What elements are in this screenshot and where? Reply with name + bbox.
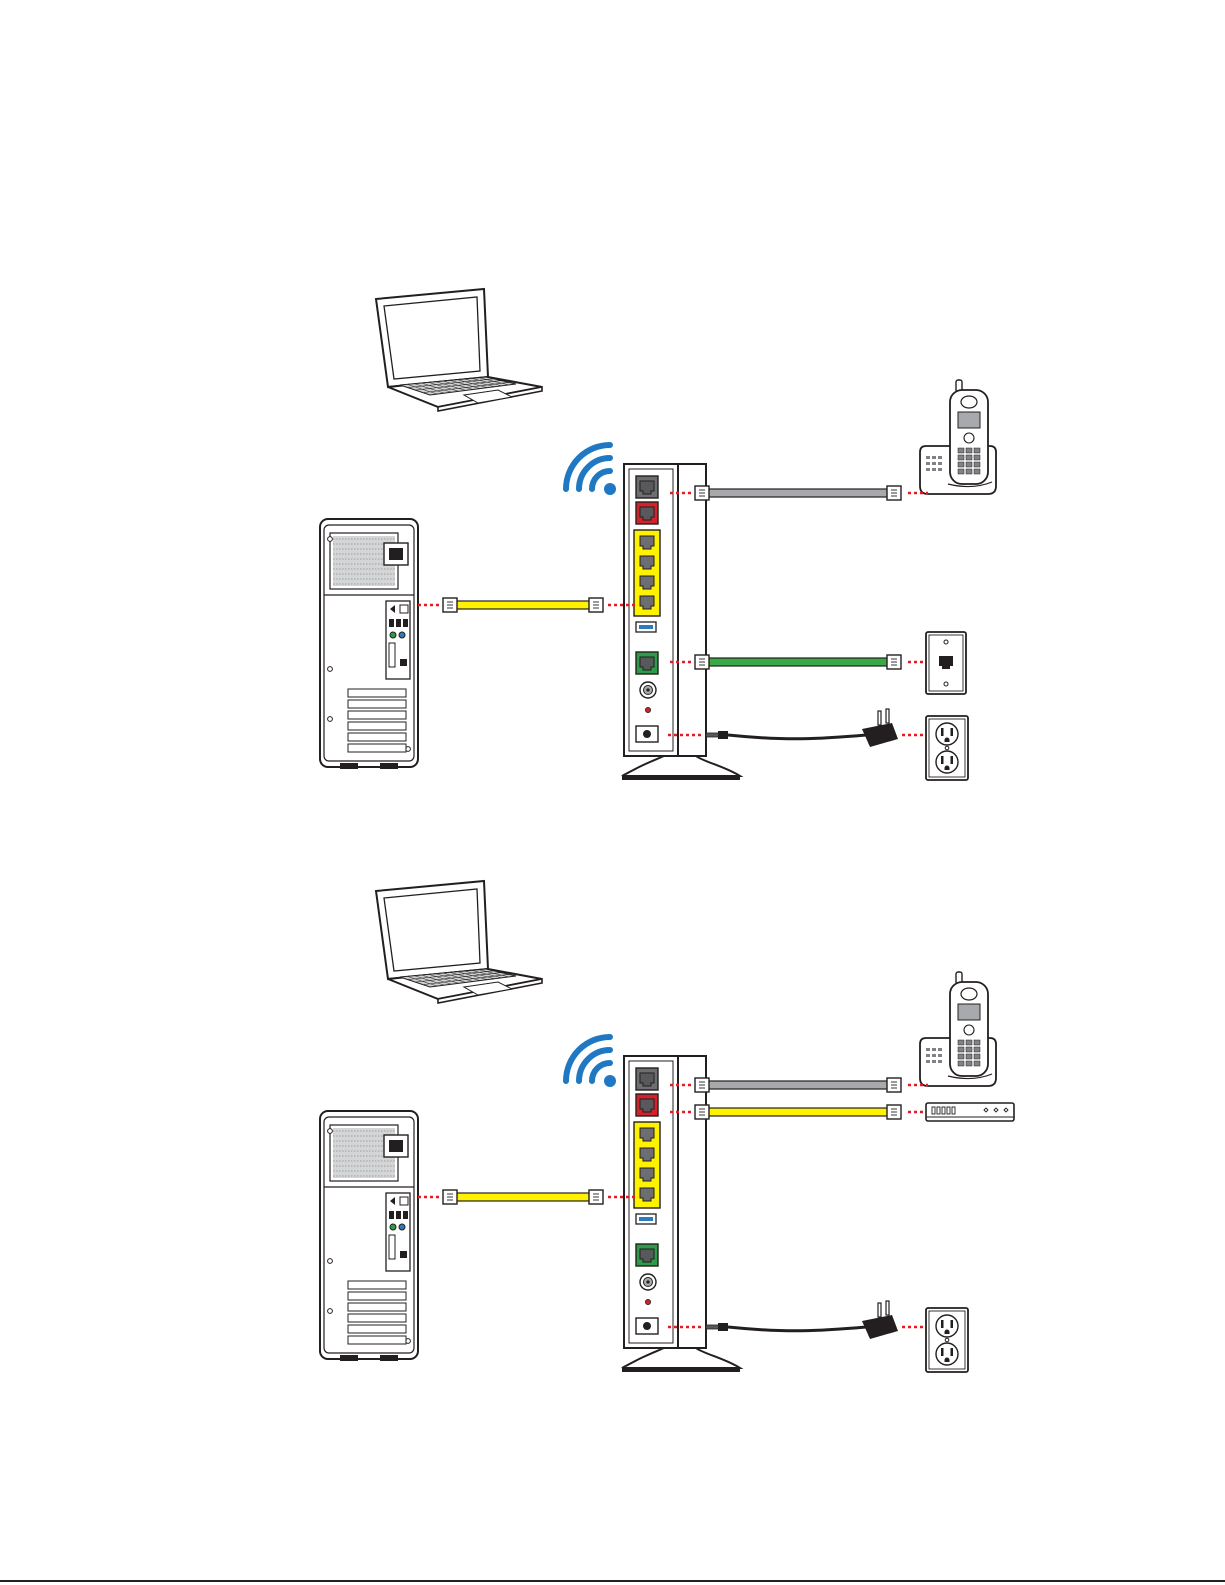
desktop-tower-icon bbox=[320, 1111, 418, 1361]
ethernet-cable bbox=[443, 1190, 603, 1204]
phone-cable bbox=[695, 486, 901, 500]
cable-plug bbox=[887, 655, 901, 669]
cordless-phone-icon bbox=[920, 380, 996, 494]
wifi-signal-icon bbox=[566, 1037, 616, 1087]
cable-plug bbox=[443, 1190, 457, 1204]
cable-plug bbox=[695, 655, 709, 669]
cable-plug bbox=[443, 598, 457, 612]
router-usb-port bbox=[639, 1217, 653, 1221]
phone-cable bbox=[695, 1078, 901, 1092]
cable-plug bbox=[695, 1078, 709, 1092]
router-usb-port bbox=[639, 625, 653, 629]
router-reset-button bbox=[645, 1299, 650, 1304]
diagram-2 bbox=[320, 881, 1014, 1372]
laptop-icon bbox=[376, 881, 542, 1003]
dsl-cable bbox=[695, 655, 901, 669]
power-outlet-icon bbox=[926, 716, 968, 780]
router-reset-button bbox=[645, 707, 650, 712]
power-adapter-icon bbox=[706, 1301, 898, 1339]
desktop-tower-icon bbox=[320, 519, 418, 769]
network-device-icon bbox=[926, 1103, 1014, 1121]
laptop-icon bbox=[376, 289, 542, 411]
wifi-signal-icon bbox=[566, 445, 616, 495]
cable-plug bbox=[887, 486, 901, 500]
ethernet-cable bbox=[443, 598, 603, 612]
cordless-phone-icon bbox=[920, 972, 996, 1086]
cable-plug bbox=[589, 598, 603, 612]
cable-plug bbox=[589, 1190, 603, 1204]
ethernet-cable-2 bbox=[695, 1105, 901, 1119]
cable-plug bbox=[695, 486, 709, 500]
cable-plug bbox=[887, 1105, 901, 1119]
power-adapter-icon bbox=[706, 709, 898, 747]
diagram-1 bbox=[320, 289, 996, 780]
power-outlet-icon bbox=[926, 1308, 968, 1372]
phone-wall-jack-icon bbox=[926, 632, 966, 694]
cable-plug bbox=[695, 1105, 709, 1119]
cable-plug bbox=[887, 1078, 901, 1092]
page-bottom-rule bbox=[0, 1580, 1225, 1582]
